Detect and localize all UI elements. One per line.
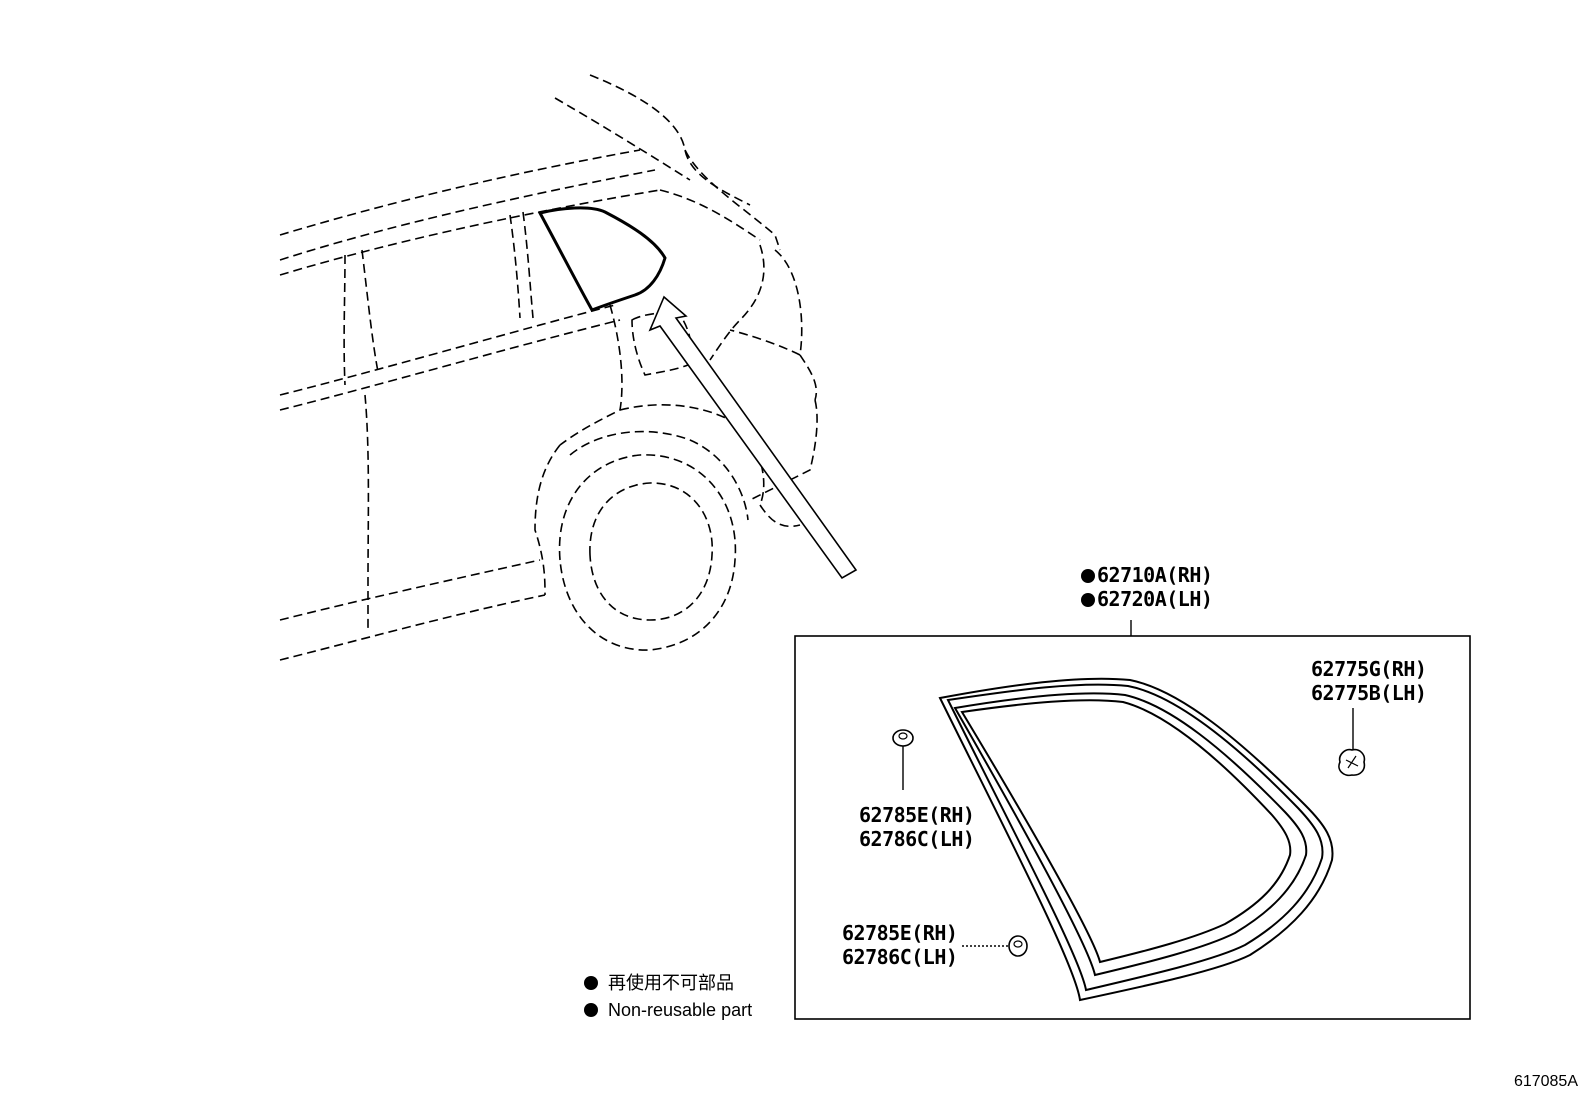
glass-part-number-rh: 62710A(RH) xyxy=(1081,563,1213,587)
vehicle-outline xyxy=(279,74,818,661)
clip-left xyxy=(892,729,914,790)
arrow-to-detail xyxy=(648,295,858,580)
clip-left-rh: 62785E(RH) xyxy=(859,803,975,827)
non-reusable-marker xyxy=(1081,593,1095,607)
vehicle-quarter-glass-highlight xyxy=(537,206,667,312)
non-reusable-marker xyxy=(1081,569,1095,583)
quarter-glass xyxy=(938,677,1334,1002)
illustration-number: 617085A xyxy=(1513,1073,1578,1090)
clip-top-right xyxy=(1338,708,1366,777)
clip-bottom-rh: 62785E(RH) xyxy=(842,921,958,945)
clip-bottom-lh: 62786C(LH) xyxy=(842,945,958,969)
clip-left-lh: 62786C(LH) xyxy=(859,827,975,851)
detail-box xyxy=(794,635,1471,1020)
clip-top-right-rh: 62775G(RH) xyxy=(1311,657,1427,681)
glass-part-number-lh: 62720A(LH) xyxy=(1081,587,1213,611)
legend-dot xyxy=(584,976,598,990)
clip-bottom xyxy=(962,935,1028,957)
legend-dot xyxy=(584,1003,598,1017)
legend-english: Non-reusable part xyxy=(584,1000,752,1020)
clip-top-right-lh: 62775B(LH) xyxy=(1311,681,1427,705)
legend-japanese: 再使用不可部品 xyxy=(584,973,734,993)
